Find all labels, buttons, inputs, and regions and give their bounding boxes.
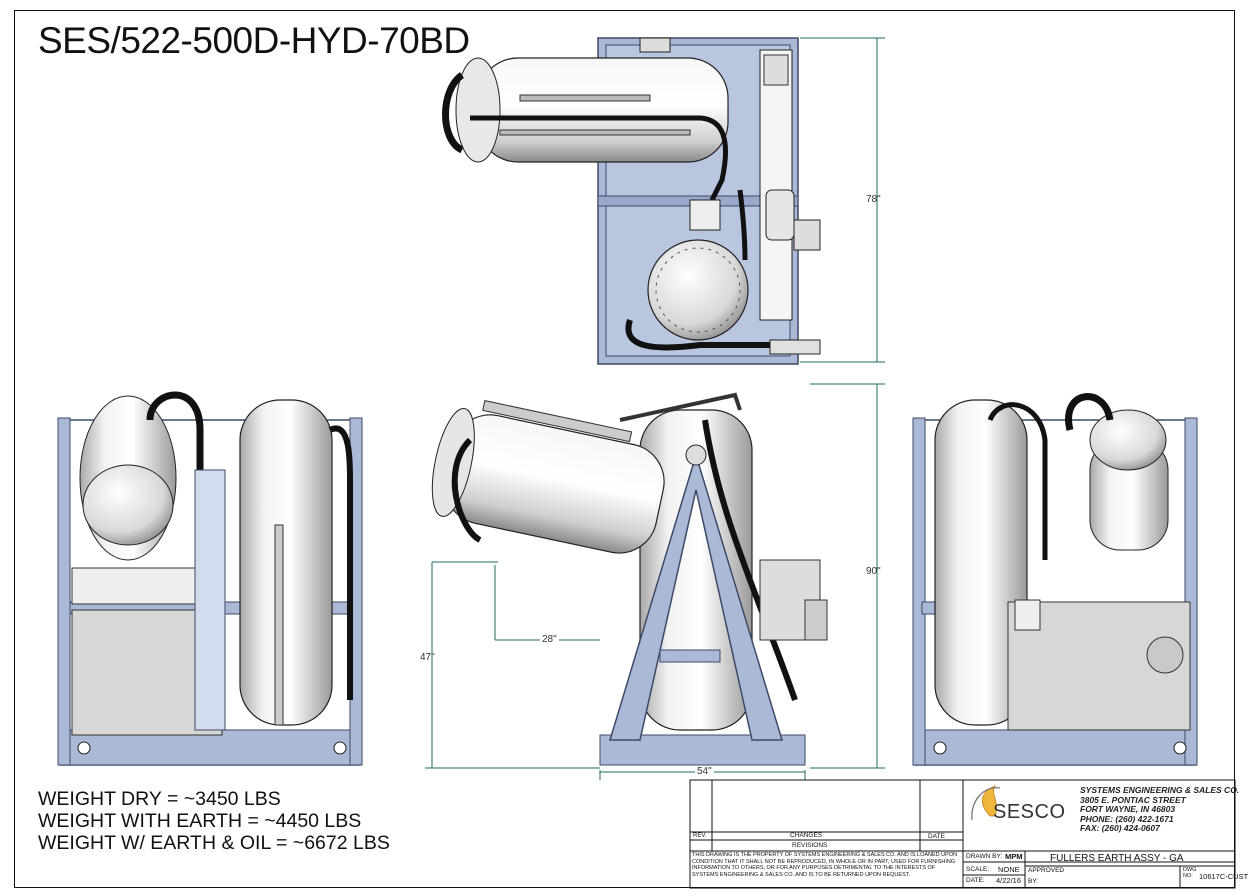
dimension-base-width: 54" [695, 766, 714, 777]
date-value: 4/22/16 [996, 876, 1022, 885]
dimension-offset-28: 28" [540, 634, 559, 645]
revisions-label: REVISIONS [792, 842, 828, 849]
drawing-name: FULLERS EARTH ASSY - GA [1050, 853, 1184, 864]
changes-label: CHANGES [790, 832, 823, 839]
drawing-title: SES/522-500D-HYD-70BD [38, 20, 470, 61]
drawing-sheet-border [14, 10, 1235, 888]
company-name: SYSTEMS ENGINEERING & SALES CO. [1080, 785, 1240, 795]
scale-value: NONE [998, 865, 1020, 874]
scale-label: SCALE: [966, 866, 990, 873]
sesco-logo-flame-icon [971, 785, 1001, 821]
weight-dry: WEIGHT DRY = ~3450 LBS [38, 788, 281, 810]
dimension-front-height: 90" [866, 566, 881, 577]
dimension-height-47: 47" [420, 652, 435, 663]
approved-label: APPROVED [1028, 867, 1065, 874]
company-info: SYSTEMS ENGINEERING & SALES CO. 3805 E. … [1080, 785, 1240, 834]
title-block-grid [689, 779, 1236, 889]
date-label: DATE: [966, 877, 985, 884]
rev-label: REV. [693, 833, 707, 839]
company-city: FORT WAYNE, IN 46803 [1080, 804, 1176, 814]
company-phone: PHONE: (260) 422-1671 [1080, 813, 1174, 824]
right-side-view [912, 393, 1198, 766]
dimension-top-height: 78" [866, 194, 881, 205]
weights-block: WEIGHT DRY = ~3450 LBS WEIGHT WITH EARTH… [38, 788, 390, 854]
date-column-label: DATE [928, 833, 945, 840]
left-side-view [57, 391, 363, 766]
dwg-no-label: DWG NO: [1183, 867, 1197, 879]
weight-with-earth-and-oil: WEIGHT W/ EARTH & OIL = ~6672 LBS [38, 832, 390, 854]
weight-with-earth: WEIGHT WITH EARTH = ~4450 LBS [38, 810, 362, 832]
drawn-by-value: MPM [1005, 852, 1023, 861]
dwg-no-value: 10617C-CUST [1199, 872, 1248, 881]
top-view [442, 37, 885, 365]
front-view [425, 383, 885, 780]
company-fax: FAX: (260) 424-0607 [1080, 823, 1160, 833]
sesco-logo-text: SESCO [993, 801, 1066, 823]
company-address: 3805 E. PONTIAC STREET [1080, 794, 1186, 805]
drawn-by-label: DRAWN BY: [966, 853, 1003, 860]
ownership-disclaimer: THIS DRAWING IS THE PROPERTY OF SYSTEMS … [692, 852, 958, 878]
approved-by-label: BY: [1028, 878, 1039, 885]
